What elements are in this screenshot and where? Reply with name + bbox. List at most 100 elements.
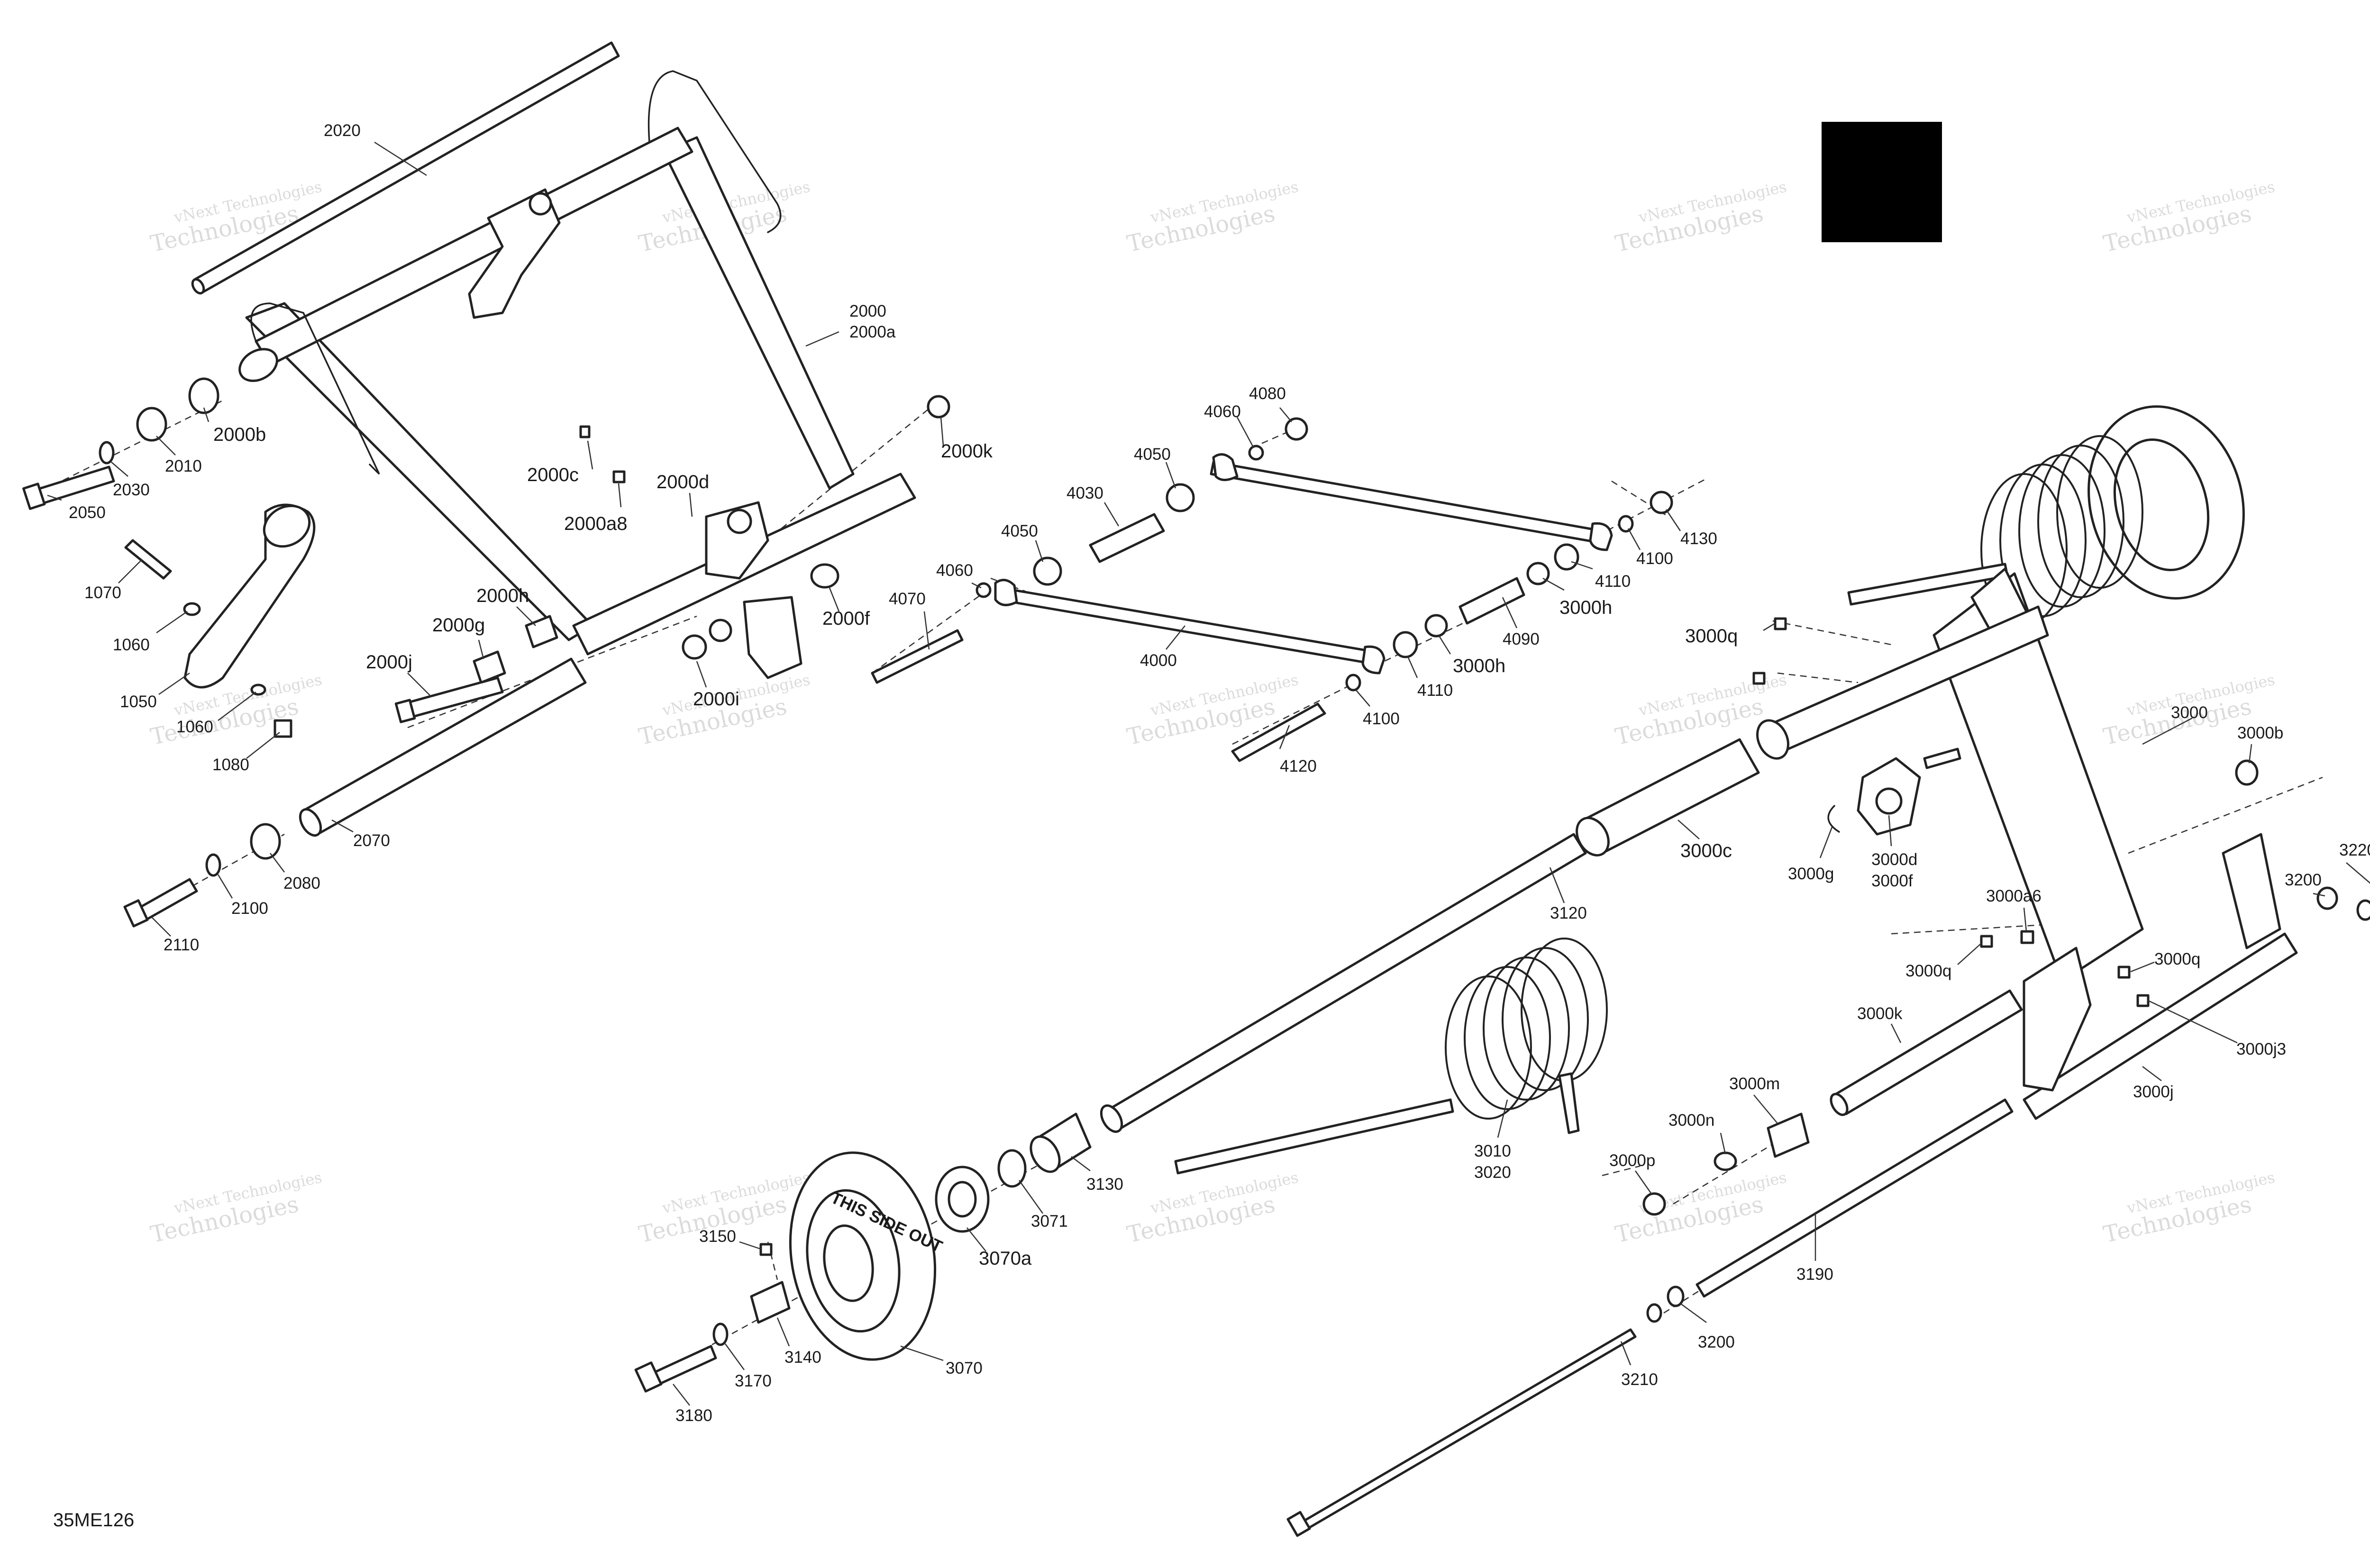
washer-2100 bbox=[205, 853, 221, 877]
spring-3010 bbox=[1174, 938, 1608, 1175]
leader-4100-b bbox=[1355, 689, 1370, 707]
leader-3210 bbox=[1620, 1341, 1632, 1366]
tube-4090 bbox=[1458, 577, 1525, 625]
watermark: vNext Technologies Technologies bbox=[148, 178, 324, 258]
spring-coil bbox=[1464, 966, 1551, 1110]
label-4060-a: 4060 bbox=[1204, 402, 1241, 421]
washer-1060-b bbox=[250, 684, 266, 696]
label-4110-a: 4110 bbox=[1595, 572, 1631, 591]
tube-3000c bbox=[1582, 738, 1760, 855]
label-3130: 3130 bbox=[1086, 1175, 1123, 1194]
frame-upper-crossbar bbox=[255, 127, 693, 366]
leader-3070 bbox=[900, 1345, 944, 1361]
label-3000f: 3000f bbox=[1871, 872, 1913, 890]
leader-3000q-b bbox=[1957, 943, 1982, 965]
plug-3000b bbox=[2235, 759, 2259, 786]
nut-2000k bbox=[927, 395, 950, 419]
bushing-4050-a bbox=[1166, 483, 1195, 512]
tube-4030 bbox=[1089, 513, 1165, 563]
tube-2070-group bbox=[123, 657, 587, 928]
label-3071: 3071 bbox=[1031, 1212, 1068, 1231]
lower-plate-2000i bbox=[743, 596, 802, 679]
washer-2030 bbox=[99, 441, 115, 465]
label-4000: 4000 bbox=[1140, 651, 1177, 670]
label-4130: 4130 bbox=[1680, 529, 1717, 548]
link-upper-eye-b bbox=[1589, 522, 1613, 551]
fitting-3000q-b bbox=[1980, 935, 1993, 948]
drawing-code: 35ME126 bbox=[53, 1510, 134, 1531]
washer-4060-b bbox=[975, 582, 992, 598]
label-2000b: 2000b bbox=[213, 424, 266, 445]
bushing-3140 bbox=[750, 1281, 791, 1324]
label-3000j: 3000j bbox=[2133, 1083, 2174, 1101]
rod-3190 bbox=[1695, 1098, 2014, 1298]
label-2070: 2070 bbox=[353, 831, 390, 850]
fitting-3000q-a bbox=[1774, 617, 1787, 630]
arm-1050-socket bbox=[263, 504, 311, 548]
label-3180: 3180 bbox=[675, 1406, 712, 1425]
bushing-2080 bbox=[250, 823, 281, 860]
axis-line bbox=[407, 615, 697, 729]
bolt-head-2000j bbox=[394, 699, 416, 723]
axis-line bbox=[1232, 682, 1356, 745]
label-3150: 3150 bbox=[699, 1227, 736, 1246]
label-2080: 2080 bbox=[283, 874, 320, 893]
bushing-3000m bbox=[1767, 1112, 1810, 1158]
leader-4060-a bbox=[1236, 417, 1255, 448]
leader-4050-b bbox=[1035, 540, 1044, 562]
leader-2000h bbox=[516, 606, 536, 626]
leader-3220 bbox=[2346, 862, 2370, 884]
rear-right-bracket bbox=[2222, 833, 2281, 949]
leader-lines bbox=[47, 141, 2370, 1406]
bolt-head-2050 bbox=[22, 483, 46, 510]
axis-line bbox=[42, 400, 223, 492]
bearing-3070a-inner bbox=[948, 1181, 977, 1218]
leader-3000n bbox=[1720, 1132, 1726, 1155]
bushing-4110-a bbox=[1554, 543, 1579, 571]
leader-4120 bbox=[1279, 725, 1290, 749]
bushing-2000i bbox=[709, 619, 732, 642]
label-4070: 4070 bbox=[889, 590, 926, 608]
upper-idler-hub bbox=[2113, 438, 2210, 571]
axis-line bbox=[1602, 1165, 1641, 1176]
leader-3120 bbox=[1549, 867, 1565, 903]
nut-4130 bbox=[1650, 491, 1673, 514]
label-3220: 3220 bbox=[2339, 841, 2370, 859]
bushing-4050-b bbox=[1033, 556, 1062, 586]
label-2030: 2030 bbox=[113, 481, 150, 499]
leader-2000d bbox=[689, 492, 693, 517]
link-upper bbox=[1210, 461, 1604, 544]
label-4050-a: 4050 bbox=[1134, 445, 1171, 464]
spacer-3000h-b bbox=[1424, 614, 1448, 638]
leader-1060-a bbox=[156, 611, 188, 634]
label-3070: 3070 bbox=[946, 1359, 983, 1377]
leader-3000d bbox=[1888, 815, 1892, 847]
label-3000q-b: 3000q bbox=[1905, 962, 1951, 980]
label-3120: 3120 bbox=[1550, 904, 1587, 922]
leader-2000f bbox=[829, 587, 840, 612]
leader-3200-b bbox=[1680, 1303, 1707, 1323]
left-fasteners bbox=[22, 377, 219, 510]
ring-3071 bbox=[997, 1149, 1027, 1188]
leader-3000h-a bbox=[1542, 577, 1565, 591]
spacer-2000f-a bbox=[682, 634, 707, 660]
leader-3000a6 bbox=[2023, 907, 2027, 932]
label-3000d: 3000d bbox=[1871, 850, 1917, 869]
washer-4100-a bbox=[1618, 515, 1634, 533]
link-lower-eye-a bbox=[994, 579, 1018, 606]
leader-4070 bbox=[923, 611, 930, 650]
label-2100: 2100 bbox=[231, 899, 268, 918]
rear-lower-crossbar bbox=[2023, 932, 2298, 1120]
leader-2020 bbox=[374, 141, 427, 176]
bushing-2000b bbox=[188, 377, 219, 414]
washer-3200-d bbox=[1646, 1303, 1662, 1323]
label-4080: 4080 bbox=[1249, 384, 1286, 403]
leader-2000g bbox=[478, 639, 484, 659]
leader-2000 bbox=[805, 331, 839, 347]
spacer-3000h-a bbox=[1526, 562, 1550, 585]
clip-3000g bbox=[1827, 805, 1840, 833]
leader-2050 bbox=[47, 494, 62, 501]
shaft-3120 bbox=[1108, 833, 1587, 1130]
spring-coil bbox=[1502, 947, 1589, 1091]
